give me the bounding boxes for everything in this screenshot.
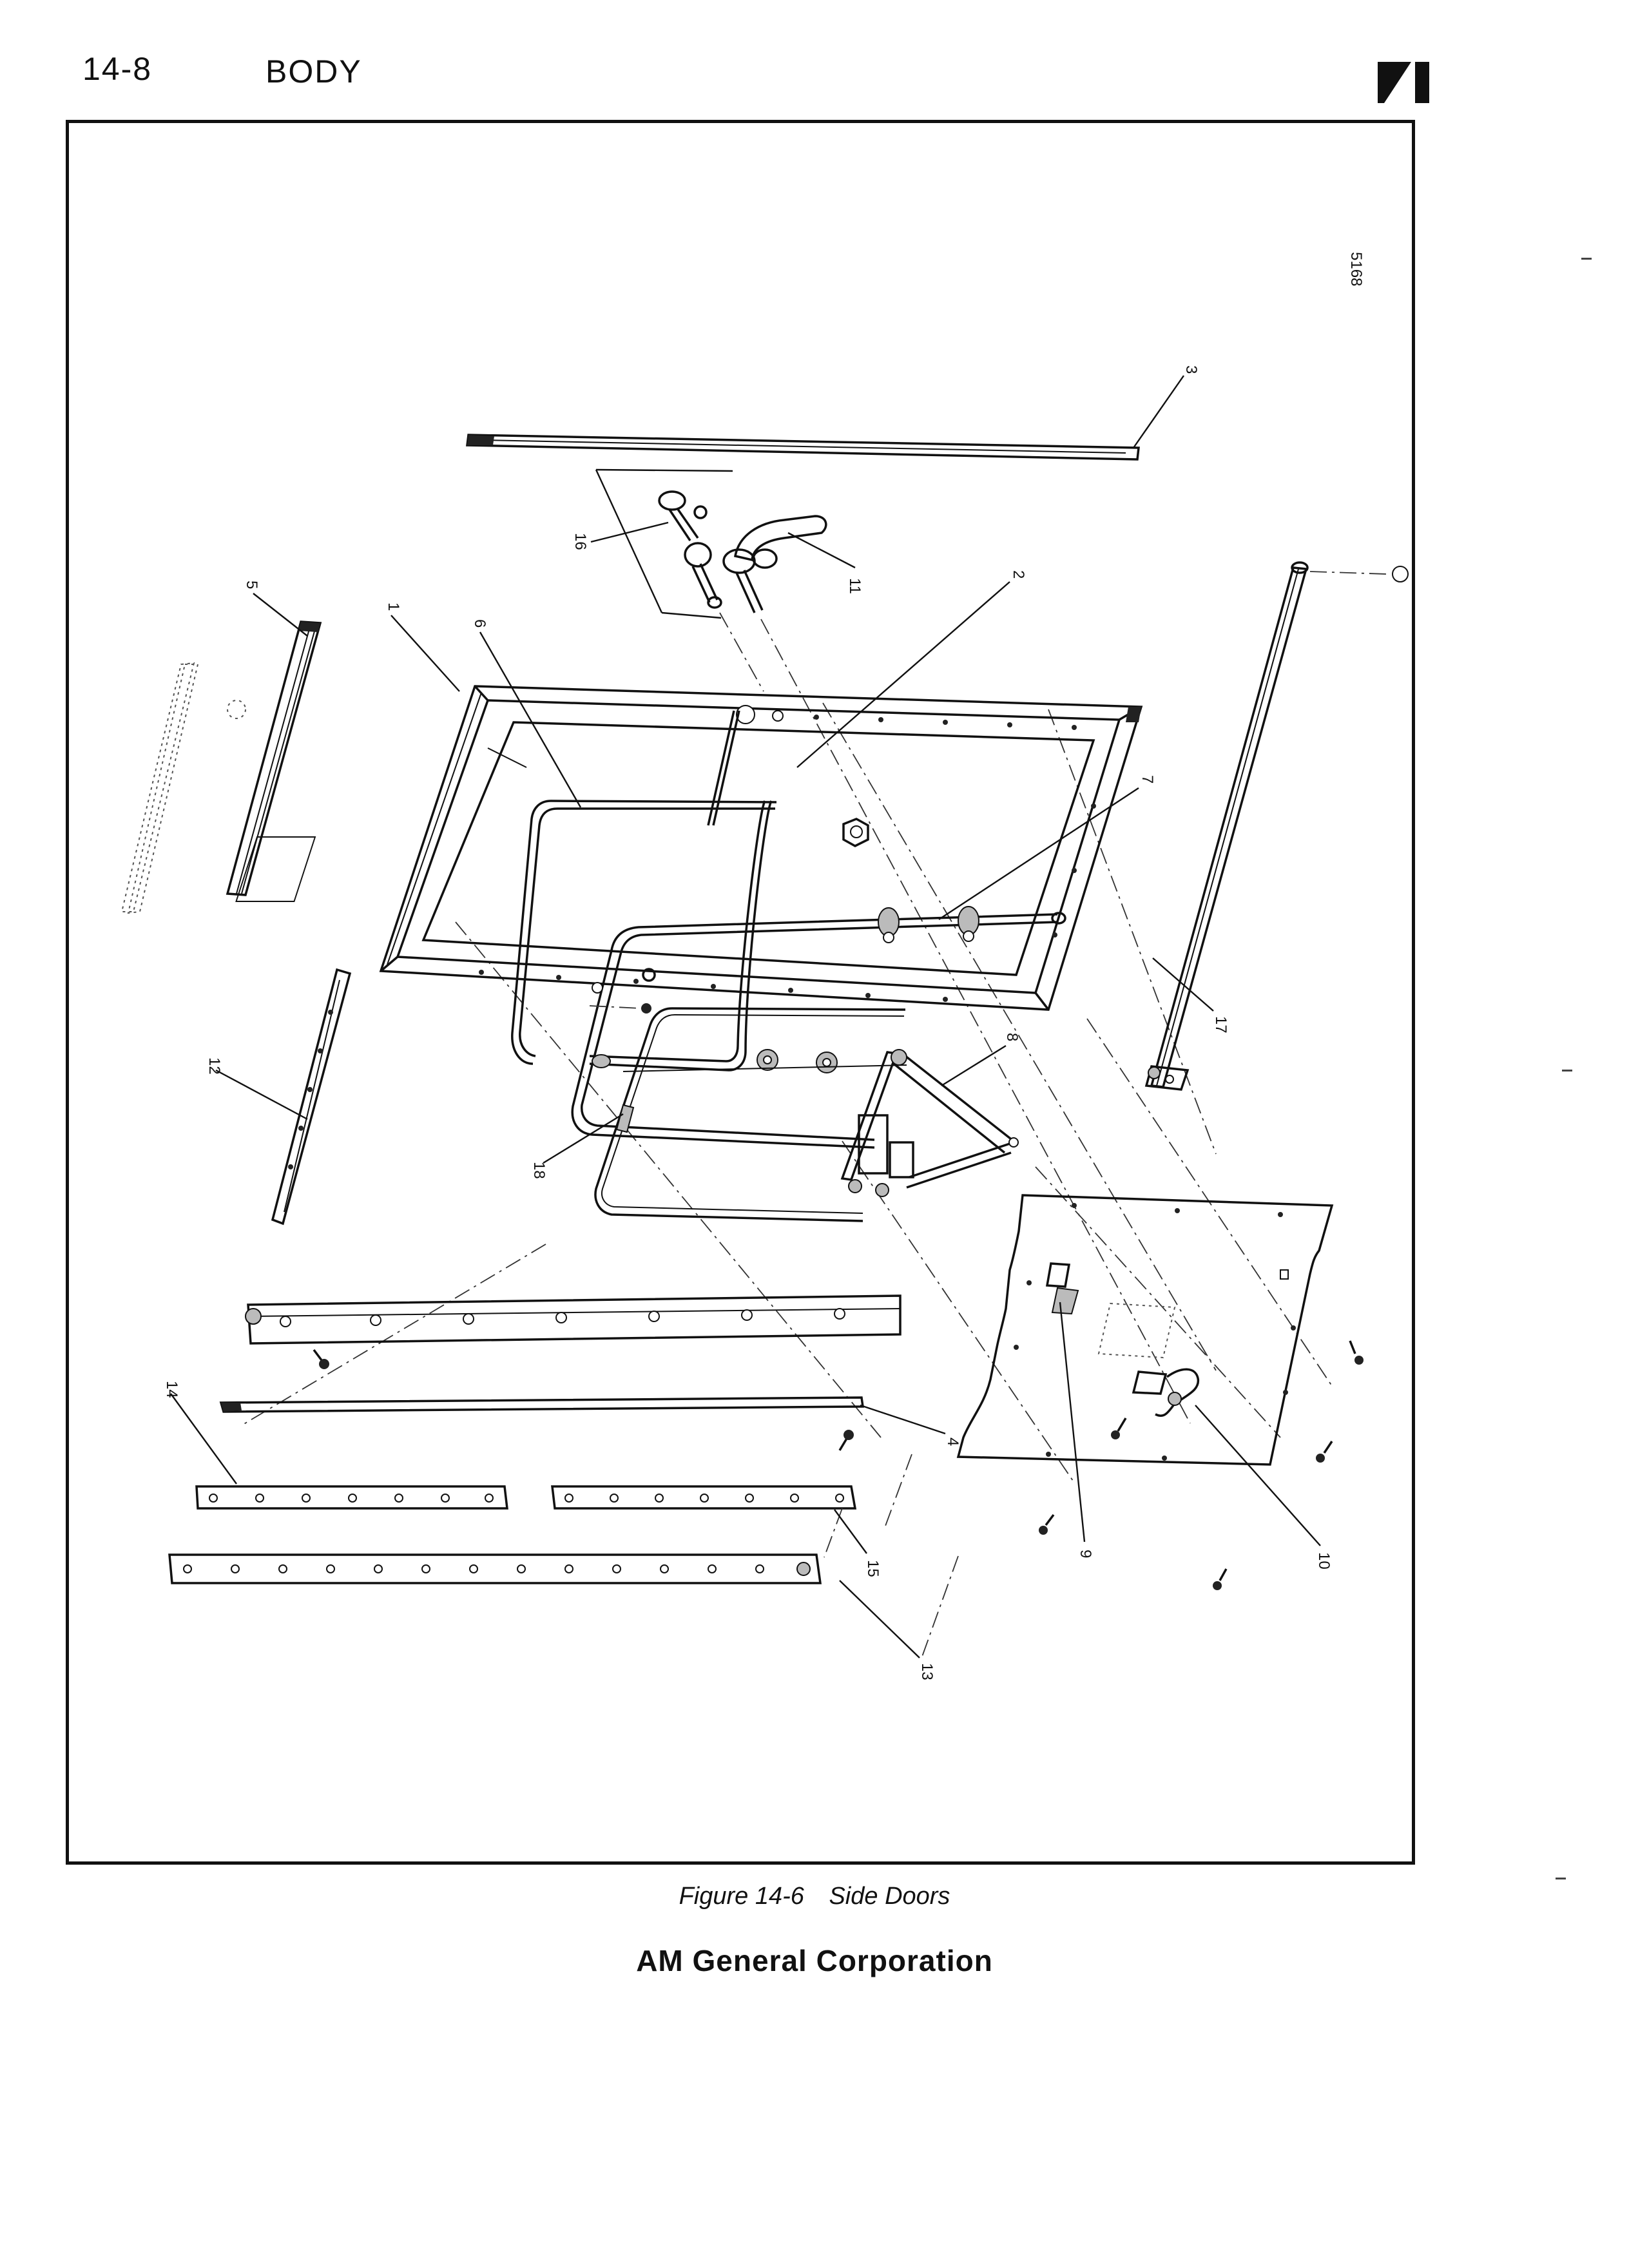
margin-mark <box>1581 258 1592 260</box>
part-15-right-strip <box>551 1485 857 1510</box>
part-11-outside-handle <box>722 515 827 613</box>
callout-15: 15 <box>864 1560 882 1577</box>
dotted-bracket <box>120 662 246 914</box>
callout-18: 18 <box>530 1162 548 1179</box>
publisher-name: AM General Corporation <box>636 1944 993 1977</box>
part-18-glass-panel <box>594 1007 907 1222</box>
part-17-vertical-rod <box>1150 561 1409 1088</box>
part-5-glass-run-strip <box>226 620 322 896</box>
callout-14: 14 <box>163 1381 180 1398</box>
lower-hinge-rail <box>245 1294 901 1369</box>
hinge-bracket <box>1144 1065 1190 1091</box>
callout-7: 7 <box>1139 775 1156 783</box>
callout-1: 1 <box>385 602 402 611</box>
figure-label: Figure 14-6 <box>679 1883 804 1910</box>
figure-title: Side Doors <box>829 1883 950 1910</box>
part-12-molding <box>271 968 352 1225</box>
page-number: 14-8 <box>82 51 153 87</box>
callout-12: 12 <box>206 1057 223 1075</box>
callout-16: 16 <box>572 533 589 550</box>
callout-8: 8 <box>1003 1033 1021 1041</box>
part-16-lock-cylinder-and-key <box>595 468 733 619</box>
callout-13: 13 <box>918 1663 936 1680</box>
figure-frame: 5168 <box>66 120 1415 1865</box>
publisher-logo-icon <box>1378 62 1429 103</box>
screw <box>838 1430 854 1451</box>
callout-10: 10 <box>1315 1552 1333 1570</box>
callout-17: 17 <box>1212 1016 1229 1033</box>
part-2-nut <box>842 818 869 847</box>
callout-11: 11 <box>846 578 863 594</box>
part-7-window-track <box>571 906 1066 1149</box>
section-title: BODY <box>265 53 362 90</box>
part-13-sill-plate <box>168 1553 822 1584</box>
margin-mark <box>1556 1878 1566 1879</box>
part-1-door-frame <box>235 685 1143 1011</box>
callout-6: 6 <box>471 619 488 628</box>
side-door-exploded-diagram: 5168 <box>120 252 1409 1680</box>
figure-id: 5168 <box>1347 252 1365 286</box>
figure-caption: Figure 14-6 Side Doors <box>0 1883 1629 1910</box>
callout-5: 5 <box>243 581 260 589</box>
part-6-window-channel <box>511 800 777 1072</box>
panel-screws <box>1039 1340 1364 1590</box>
part-14-left-strip <box>195 1485 508 1510</box>
part-4-sill-strip <box>219 1396 865 1413</box>
callout-9: 9 <box>1077 1550 1094 1558</box>
part-3-upper-seal <box>466 434 1140 461</box>
inner-door-panel <box>956 1194 1334 1466</box>
screw <box>589 1003 651 1014</box>
margin-mark <box>1562 1070 1572 1072</box>
callout-4: 4 <box>944 1437 961 1446</box>
callout-3: 3 <box>1182 365 1200 374</box>
part-8-window-regulator <box>840 1049 1019 1197</box>
callout-2: 2 <box>1010 570 1027 579</box>
